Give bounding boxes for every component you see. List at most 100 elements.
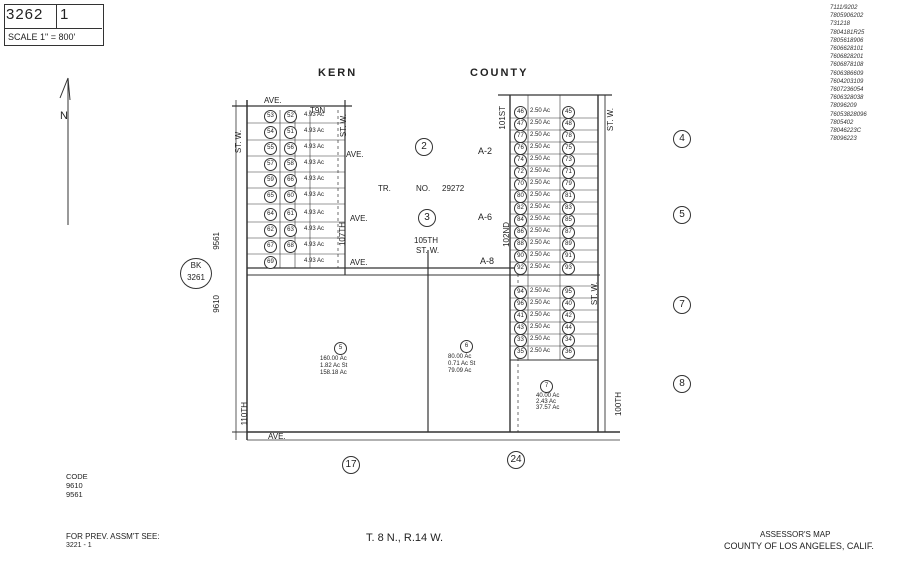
parcel-change-entry: 7804181R25 (830, 29, 865, 36)
parcel-change-entry: 7604203109 (830, 78, 864, 85)
lot-circle: 56 (284, 142, 297, 155)
lot-area: 4.93 Ac (304, 112, 325, 118)
tract-no-label: NO. (416, 184, 431, 193)
tract-number: 29272 (442, 184, 465, 193)
lot-area: 4.93 Ac (304, 242, 325, 248)
lot-area: 2.50 Ac (530, 180, 551, 186)
lot-circle: 66 (284, 174, 297, 187)
street-105th: 105TH (414, 236, 439, 245)
lot-circle: 60 (284, 190, 297, 203)
lot-area: 2.50 Ac (530, 264, 551, 270)
county-title: COUNTY OF LOS ANGELES, CALIF. (724, 541, 874, 551)
bk-number: 3261 (187, 273, 205, 282)
lot-area: 2.50 Ac (530, 132, 551, 138)
street-st-w-right: ST. W. (606, 108, 615, 132)
lot-circle: 53 (264, 110, 277, 123)
lot-circle: 92 (514, 262, 527, 275)
lot-circle: 63 (284, 224, 297, 237)
parcel-change-entry: 7805618906 (830, 37, 864, 44)
parcel-5-street: 1.82 Ac St (320, 363, 348, 369)
prev-assessment-label: FOR PREV. ASSM'T SEE: (66, 532, 160, 541)
lot-area: 4.93 Ac (304, 144, 325, 150)
parcel-change-entry: 7607236054 (830, 87, 864, 94)
bk-label: BK (190, 261, 202, 270)
lot-circle: 47 (514, 118, 527, 131)
code-label: CODE (66, 472, 88, 481)
lot-circle: 93 (562, 262, 575, 275)
parcel-change-entry: 78046223C (830, 128, 862, 135)
lot-area: 4.93 Ac (304, 210, 325, 216)
code-9610: 9610 (66, 481, 83, 490)
lot-circle: 52 (284, 110, 297, 123)
parcel-circle-8: 8 (673, 375, 691, 393)
parcel-7-area: 40.00 Ac (536, 393, 560, 399)
parcel-change-entry: 7606386609 (830, 70, 864, 77)
street-ave-a8: AVE. (350, 258, 368, 267)
parcel-change-entry: 7606828201 (830, 54, 864, 61)
street-ave-mid1: AVE. (346, 150, 364, 159)
parcel-circle-2: 2 (415, 138, 433, 156)
lot-circle: 65 (264, 190, 277, 203)
lot-circle: 78 (562, 130, 575, 143)
parcel-change-entry: 78096223 (830, 136, 857, 143)
parcel-5-area: 160.00 Ac (320, 356, 347, 362)
assessor-map-title: ASSESSOR'S MAP (760, 530, 831, 539)
parcel-circle-3: 3 (418, 209, 436, 227)
tract-label: TR. (378, 184, 391, 193)
parcel-change-entry: 78096209 (830, 103, 857, 110)
lot-area: 2.50 Ac (530, 120, 551, 126)
parcel-6-circle: 6 (460, 340, 473, 353)
lot-circle: 57 (264, 158, 277, 171)
lot-circle: 59 (264, 174, 277, 187)
parcel-circle-17: 17 (342, 456, 360, 474)
lot-circle: 58 (284, 158, 297, 171)
street-st-w-left: ST. W. (234, 130, 243, 154)
parcel-7-street: 2.43 Ac (536, 399, 557, 405)
kern-label: KERN (318, 67, 358, 79)
header-divider (56, 4, 57, 28)
street-st-w-right2: ST. W. (590, 282, 599, 306)
parcel-change-entry: 7805402 (830, 119, 854, 126)
code-9610-side: 9610 (212, 295, 221, 313)
lot-area: 2.50 Ac (530, 156, 551, 162)
lot-area: 2.50 Ac (530, 312, 551, 318)
lot-area: 2.50 Ac (530, 324, 551, 330)
parcel-change-entry: 731218 (830, 21, 851, 28)
street-101st: 101ST (498, 106, 507, 130)
lot-circle: 72 (514, 166, 527, 179)
lot-area: 2.50 Ac (530, 108, 551, 114)
lot-area: 4.93 Ac (304, 192, 325, 198)
page-number: 1 (60, 6, 69, 23)
lot-circle: 61 (284, 208, 297, 221)
lot-area: 2.50 Ac (530, 336, 551, 342)
lot-area: 2.50 Ac (530, 228, 551, 234)
lot-circle: 69 (264, 256, 277, 269)
map-number-box (4, 4, 104, 46)
t9n-label: T9N (310, 106, 326, 115)
parcel-circle-5: 5 (673, 206, 691, 224)
parcel-circle-7: 7 (673, 296, 691, 314)
book-number: 3262 (6, 6, 44, 23)
street-ave-top-left: AVE. (264, 96, 282, 105)
code-9561: 9561 (66, 490, 83, 499)
street-ave-bottom: AVE. (268, 432, 286, 441)
lot-circle: 36 (562, 346, 575, 359)
header-rule (4, 28, 102, 29)
parcel-6-street: 0.71 Ac St (448, 361, 476, 367)
parcel-5-net: 158.18 Ac (320, 370, 347, 376)
lot-area: 4.93 Ac (304, 226, 325, 232)
parcel-6-area: 80.00 Ac (448, 354, 472, 360)
lot-area: 2.50 Ac (530, 168, 551, 174)
scale-label: SCALE 1" = 800' (8, 32, 76, 42)
block-a2: A-2 (478, 146, 493, 156)
street-st-w-mid: ST. W. (339, 114, 348, 138)
parcel-7-net: 37.57 Ac (536, 405, 560, 411)
north-label: N (60, 110, 68, 122)
lot-circle: 68 (284, 240, 297, 253)
lot-area: 2.50 Ac (530, 216, 551, 222)
township-range: T. 8 N., R.14 W. (366, 532, 444, 544)
lot-area: 2.50 Ac (530, 288, 551, 294)
lot-circle: 51 (284, 126, 297, 139)
street-107th: 107TH (338, 222, 347, 247)
